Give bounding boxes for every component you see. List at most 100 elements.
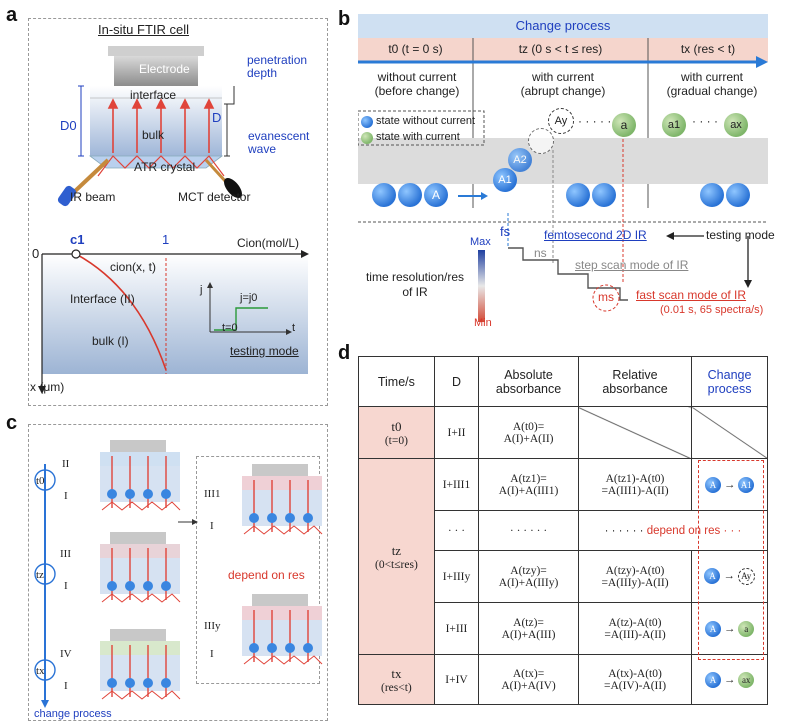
mini-cell (242, 594, 323, 665)
mini-cell (242, 464, 323, 535)
rel-cell: A(tzy)-A(t0)=A(IIIy)-A(II) (577, 550, 693, 603)
panel-a-box (28, 18, 328, 406)
panel-c-box (28, 424, 328, 721)
time-cell: tz(0<t≤res) (358, 458, 435, 655)
period-band (358, 38, 768, 62)
d0-label: D0 (60, 118, 77, 133)
state-ball (592, 183, 616, 207)
abs-cell: A(tz1)=A(I)+A(III1) (478, 458, 579, 511)
state-ball-a1: a1 (662, 113, 686, 137)
rel-cell-empty (577, 406, 693, 459)
d-label: D (212, 110, 222, 125)
cion-xt-label: cion(x, t) (110, 260, 157, 274)
header-absolute: Absolute absorbance (478, 356, 579, 407)
period-tx: tx (res < t) (680, 42, 736, 56)
t0-label: t=0 (222, 322, 238, 334)
header-time: Time/s (358, 356, 435, 407)
state-ball-fading (528, 128, 554, 154)
one-label: 1 (162, 232, 170, 247)
data-table: Time/s D Absolute absorbance Relative ab… (358, 356, 769, 705)
j-axis-label: j (200, 284, 203, 296)
penetration-depth-label: penetration depth (247, 53, 308, 80)
abs-cell: A(tz)=A(I)+A(III) (478, 602, 579, 655)
d-cell: I+III (433, 602, 480, 655)
interface-label: interface (130, 88, 177, 102)
panel-c-label: c (6, 412, 18, 434)
process-timeline (358, 38, 768, 322)
d-cell: I+II (433, 406, 480, 459)
d-cell: · · · (433, 510, 480, 551)
change-process-title: Change process (515, 18, 611, 33)
change-cell: A → Ay (691, 550, 768, 603)
ellipsis: · · · · · (578, 114, 612, 128)
t0-c-label: t0 (36, 475, 45, 487)
depend-on-res-c: depend on res (228, 568, 305, 582)
period-tx-desc: with current(gradual change) (666, 70, 758, 98)
layer-I-label: I (210, 520, 214, 532)
state-ball-A: A (424, 183, 448, 207)
state-ball-Ay: Ay (548, 108, 574, 134)
ellipsis: · · · · (692, 114, 718, 128)
mct-detector-label: MCT detector (178, 190, 251, 204)
bulk-i-label: bulk (I) (92, 334, 129, 348)
layer-II-label: II (62, 458, 70, 470)
state-ball-a: a (612, 113, 636, 137)
electrode-label: Electrode (139, 62, 190, 76)
panel-a-label: a (6, 4, 18, 26)
origin-label: 0 (32, 246, 40, 261)
x-axis-label: x (μm) (30, 380, 65, 394)
atr-crystal-label: ATR crystal (134, 160, 196, 174)
tz-c-label: tz (36, 569, 44, 581)
legend-with-icon (361, 132, 373, 144)
time-cell: t0(t=0) (358, 406, 435, 459)
d-cell: I+III1 (433, 458, 480, 511)
max-label: Max (470, 236, 491, 248)
bulk-label: bulk (142, 128, 165, 142)
period-t0-desc: without current(before change) (374, 70, 460, 98)
legend-with-label: state with current (376, 131, 460, 143)
abs-cell: · · · · · · (478, 510, 579, 551)
panel-b-label: b (338, 8, 351, 30)
interface-ii-label: Interface (II) (70, 292, 135, 306)
state-ball-ax: ax (724, 113, 748, 137)
time-cell: tx(res<t) (358, 654, 435, 705)
ms-label: ms (598, 290, 614, 304)
layer-I-label: I (210, 648, 214, 660)
header-change: Change process (691, 356, 768, 407)
mini-cell (100, 440, 181, 511)
testing-mode-label: testing mode (230, 344, 299, 358)
header-relative: Relative absorbance (577, 356, 693, 407)
ftir-cell-diagram (38, 46, 309, 394)
state-ball (700, 183, 724, 207)
rel-cell: A(tx)-A(t0)=A(IV)-A(II) (577, 654, 693, 705)
change-cell-empty (691, 406, 768, 459)
rel-cell: A(tz)-A(t0)=A(III)-A(II) (577, 602, 693, 655)
ir-beam-label: IR beam (70, 190, 116, 204)
state-ball-A2: A2 (508, 148, 532, 172)
header-d: D (433, 356, 480, 407)
mini-cell (100, 532, 181, 603)
legend-without-icon (361, 116, 373, 128)
period-t0: t0 (t = 0 s) (388, 42, 443, 56)
layer-I-label: I (64, 490, 68, 502)
state-ball-A1: A1 (493, 168, 517, 192)
c1-label: c1 (70, 232, 85, 247)
change-process-header (358, 14, 768, 38)
change-process-cells (34, 440, 323, 708)
abs-cell: A(tzy)=A(I)+A(IIIy) (478, 550, 579, 603)
depend-cell: · · · · · · depend on res · · · (577, 510, 769, 551)
mini-cell (100, 629, 181, 700)
tx-c-label: tx (36, 665, 45, 677)
state-ball (372, 183, 396, 207)
state-ball (726, 183, 750, 207)
panel-a-title: In-situ FTIR cell (98, 22, 190, 37)
layer-IV-label: IV (60, 648, 72, 660)
legend-without-label: state without current (376, 115, 476, 127)
d-cell: I+IV (433, 654, 480, 705)
panel-d-label: d (338, 342, 351, 364)
change-cell: A → ax (691, 654, 768, 705)
rel-cell: A(tz1)-A(t0)=A(III1)-A(II) (577, 458, 693, 511)
cion-axis-label: Cion(mol/L) (237, 236, 300, 250)
change-cell: A → a (691, 602, 768, 655)
